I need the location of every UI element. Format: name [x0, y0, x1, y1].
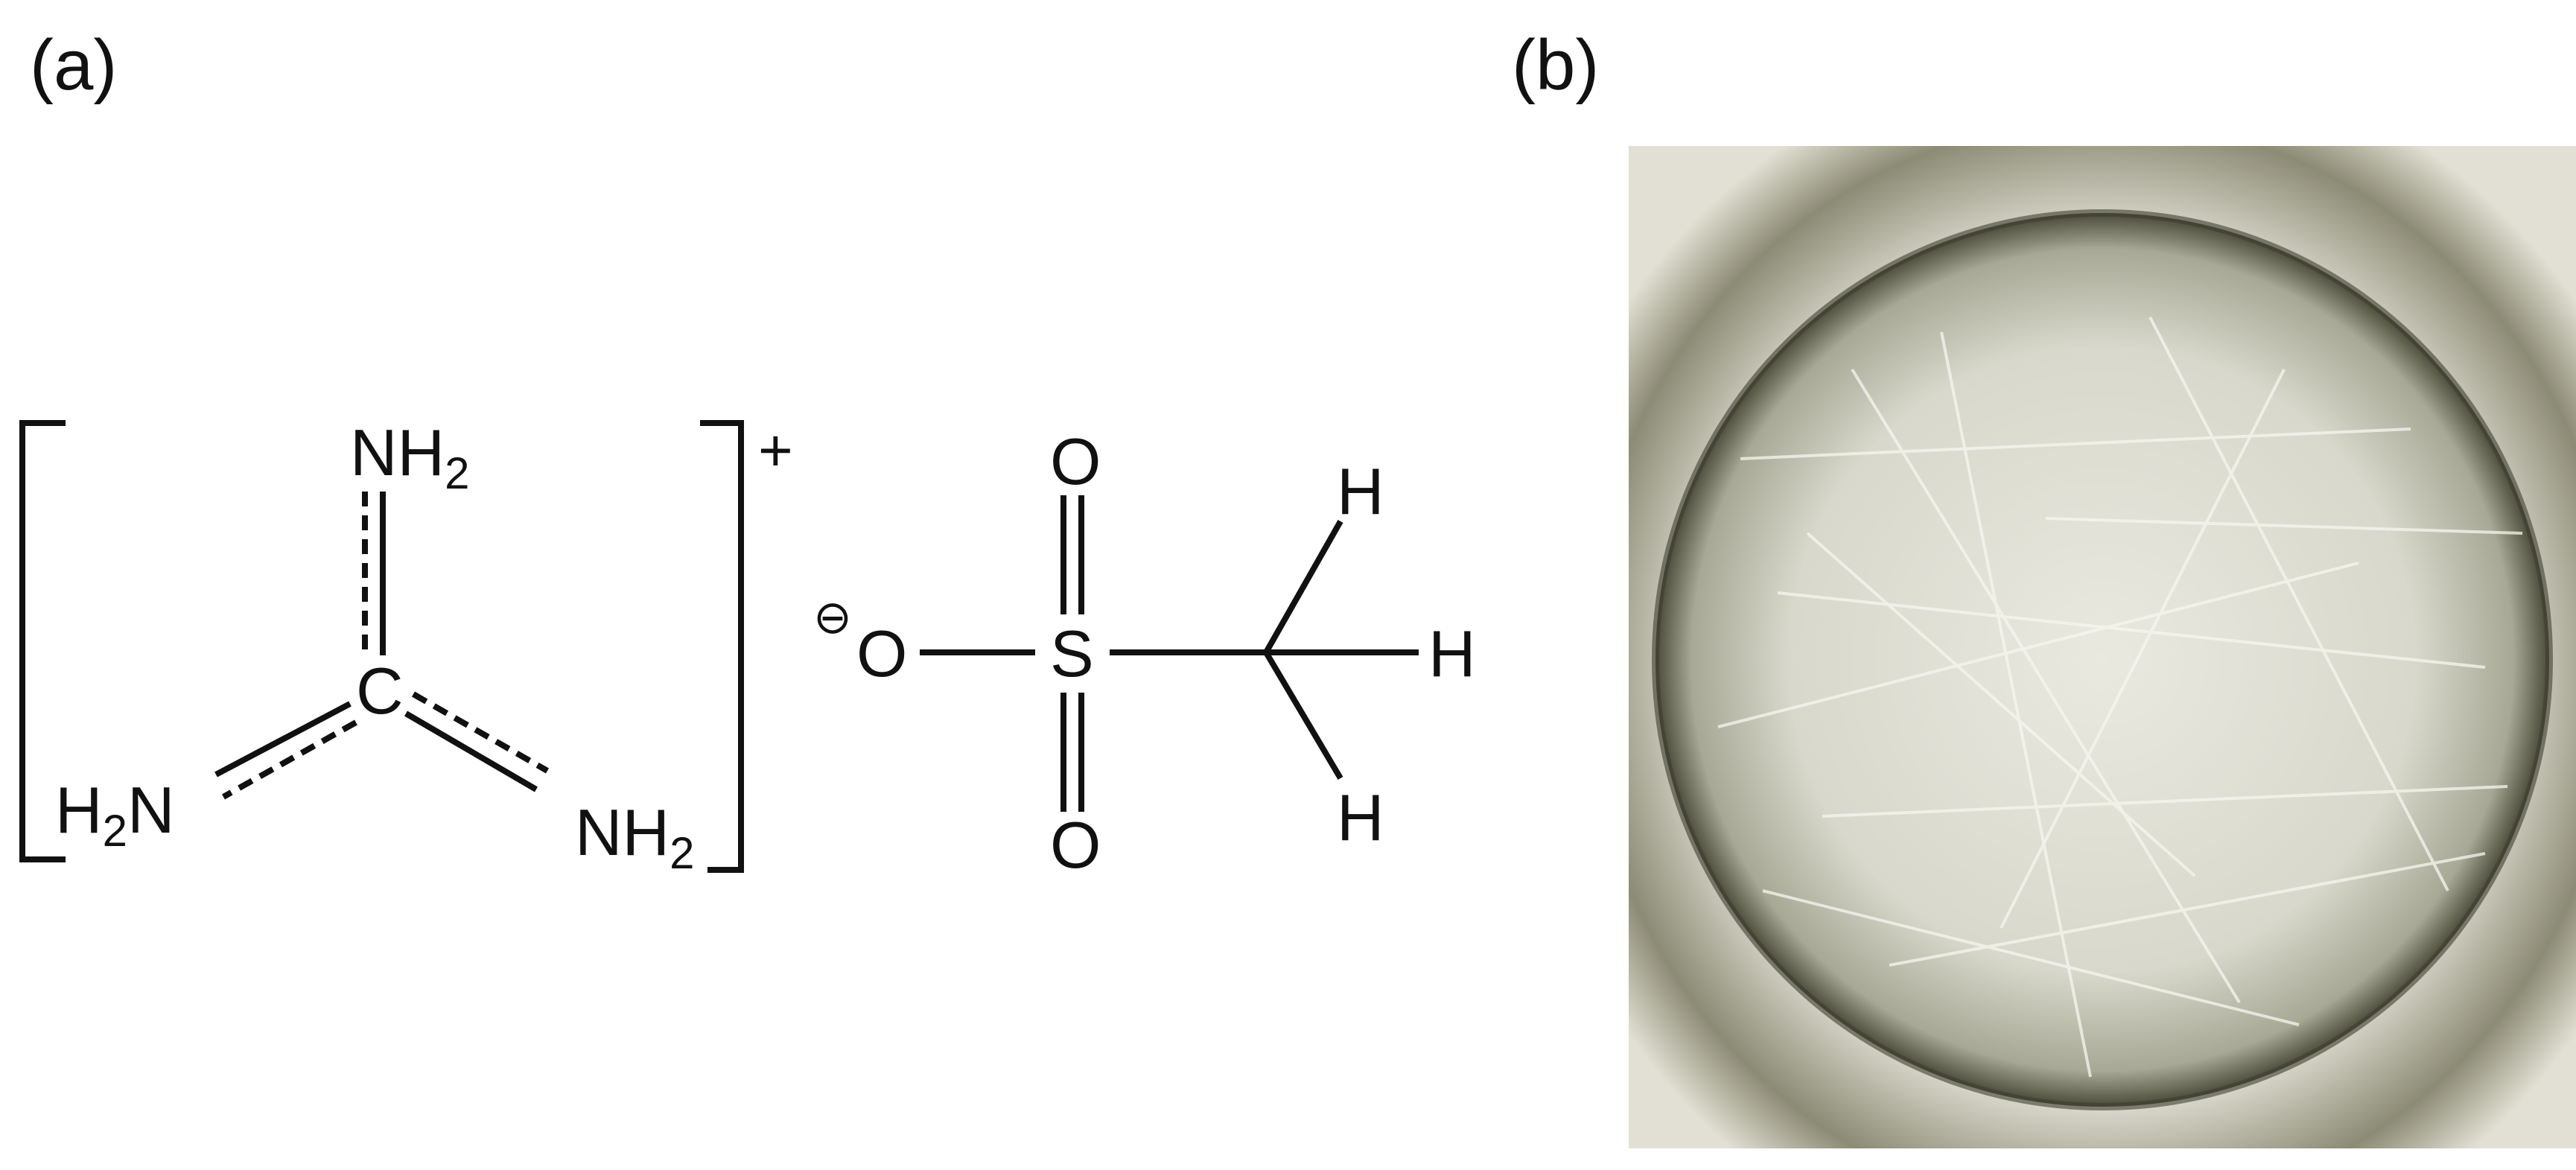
sulfur-label: S	[1050, 617, 1094, 690]
right-nh2-label: NH2	[575, 795, 694, 878]
hydrogen-top-label: H	[1337, 454, 1384, 528]
anion-negative-charge: ⊖	[813, 592, 852, 643]
center-carbon-label: C	[356, 654, 404, 728]
bond-left-dashed	[222, 719, 357, 800]
panel-label-a: (a)	[30, 25, 118, 105]
cation-left-bracket	[19, 420, 66, 862]
crystal-needles	[1717, 317, 2523, 1078]
chemical-structure-diagram: NH2 C H2N NH2 + ⊖ O S O O H H H	[19, 416, 1476, 882]
left-h2n-label: H2N	[55, 773, 175, 856]
anion-oxygen-single: O	[856, 617, 907, 690]
panel-label-b: (b)	[1512, 25, 1600, 105]
top-nh2-label: NH2	[350, 416, 469, 498]
bond-left-solid	[214, 701, 352, 778]
hydrogen-mid-label: H	[1428, 617, 1476, 690]
oxygen-bottom-label: O	[1050, 808, 1101, 882]
dish-rim	[1652, 209, 2553, 1110]
hydrogen-bottom-label: H	[1337, 780, 1384, 854]
cation-right-bracket	[700, 420, 744, 873]
bond-right-solid	[404, 710, 538, 792]
crystal-photo	[1629, 146, 2576, 1148]
bond-right-dashed	[412, 691, 549, 774]
bond-c-h-top	[1263, 520, 1343, 654]
oxygen-top-label: O	[1050, 425, 1101, 498]
cation-charge: +	[758, 417, 793, 483]
bond-c-h-bottom	[1263, 650, 1343, 780]
